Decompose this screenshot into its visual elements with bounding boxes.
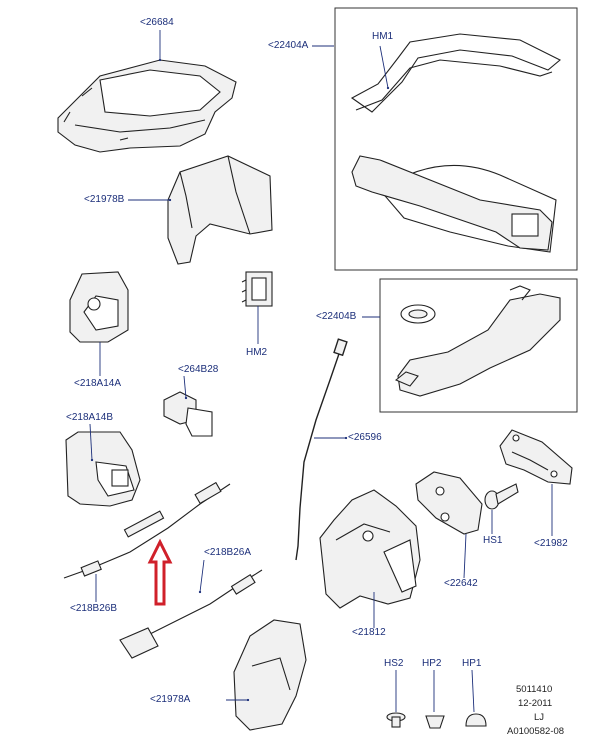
trim-pad-21978b-drawing	[167, 155, 273, 265]
callout-21978a: <21978A	[150, 694, 191, 705]
callout-hm2: HM2	[246, 347, 268, 358]
plug-hp2-drawing	[425, 715, 445, 729]
gasket-hm1-drawing	[350, 33, 561, 113]
callout-22404b: <22404B	[316, 311, 357, 322]
screw-hs1-drawing	[484, 483, 519, 510]
cap-218a14a-drawing	[69, 271, 129, 343]
callout-hp1: HP1	[462, 658, 482, 669]
seal-22642-drawing	[415, 471, 483, 535]
illustration-date: 12-2011	[518, 698, 553, 709]
leader-lines	[89, 30, 553, 713]
handle-bracket-drawing	[57, 59, 237, 153]
bracket-21982-drawing	[499, 429, 573, 485]
callout-21982: <21982	[534, 538, 568, 549]
callout-26596: <26596	[348, 432, 382, 443]
callout-26684: <26684	[140, 17, 174, 28]
rod-26596-drawing	[295, 338, 348, 561]
callout-22642: <22642	[444, 578, 478, 589]
callout-218b26b: <218B26B	[70, 603, 117, 614]
cap-218a14b-drawing	[65, 431, 141, 507]
illustration-code: 5011410	[516, 684, 553, 695]
door-handle-22404a-drawing	[351, 155, 557, 253]
red-indicator-arrow	[147, 538, 173, 606]
callout-hp2: HP2	[422, 658, 442, 669]
callout-218a14a: <218A14A	[74, 378, 121, 389]
clip-hm2-drawing	[241, 271, 273, 307]
callout-hs1: HS1	[483, 535, 503, 546]
plug-hp1-drawing	[465, 713, 487, 727]
callout-hs2: HS2	[384, 658, 404, 669]
callout-hm1: HM1	[372, 31, 394, 42]
frame-22404B	[379, 278, 578, 413]
callout-264b28: <264B28	[178, 364, 219, 375]
callout-21812: <21812	[352, 627, 386, 638]
trim-21978a-drawing	[233, 619, 307, 731]
callout-218b26a: <218B26A	[204, 547, 251, 558]
frame-22404A	[334, 7, 578, 271]
illustration-reference: A0100582-08	[507, 726, 565, 737]
callout-218a14b: <218A14B	[66, 412, 113, 423]
cable-218b26b-drawing	[63, 481, 231, 579]
door-handle-22404b-drawing	[394, 285, 561, 397]
fastener-hs2-drawing	[386, 712, 406, 728]
clip-264b28-drawing	[163, 391, 213, 437]
illustration-initials: LJ	[534, 712, 545, 723]
callout-21978b: <21978B	[84, 194, 125, 205]
callout-22404a: <22404A	[268, 40, 309, 51]
cable-218b26a-drawing	[119, 569, 263, 659]
latch-21812-drawing	[319, 489, 421, 609]
